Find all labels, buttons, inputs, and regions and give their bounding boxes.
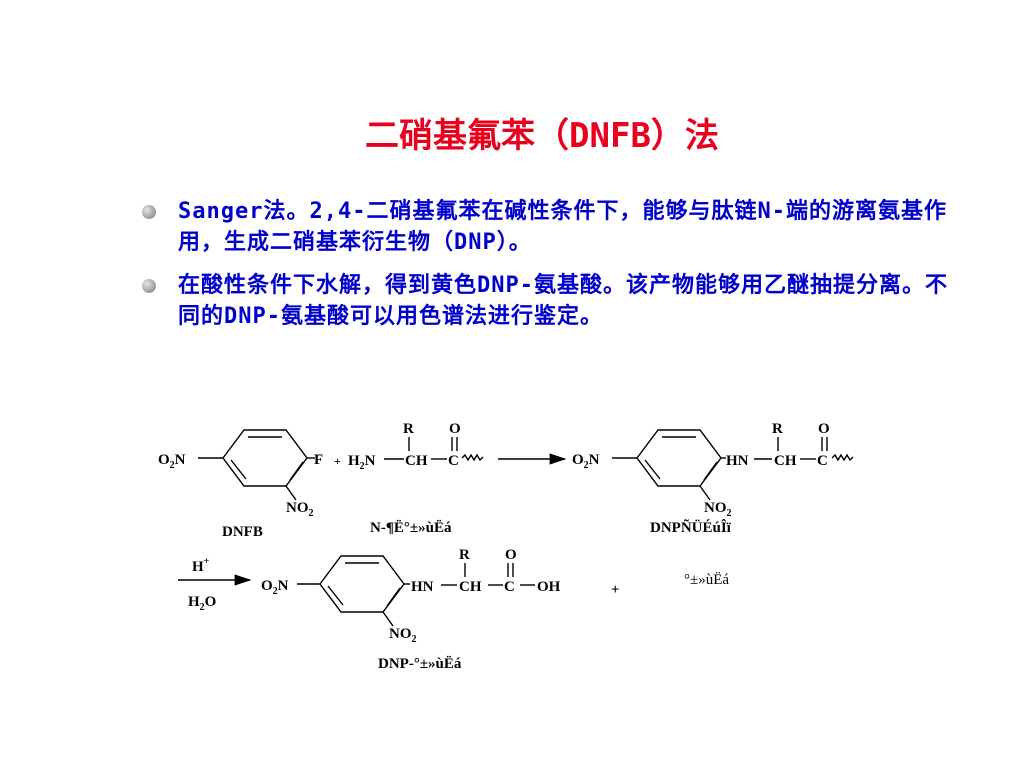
- dnp-aa-c: C: [504, 579, 515, 595]
- plus-sign-2: +: [611, 582, 620, 598]
- dnp-peptide-c: C: [817, 453, 828, 469]
- slide-title: 二硝基氟苯（DNFB）法: [0, 108, 1024, 157]
- ring-2-double-bond-right: [703, 461, 718, 481]
- dnp-peptide-r: R: [772, 421, 783, 437]
- dnfb-f: F: [314, 452, 323, 468]
- ring-1-double-bond-right: [289, 461, 304, 481]
- benzene-ring-3: [319, 555, 405, 613]
- benzene-ring-1: [222, 429, 308, 487]
- dnp-aa-o: O: [505, 547, 517, 563]
- peptide-chain-wavy-2: [831, 453, 854, 462]
- ring-1-double-bond-left: [230, 459, 247, 480]
- peptide-c: C: [448, 453, 459, 469]
- bullet-list: Sanger法。2,4-二硝基氟苯在碱性条件下，能够与肽链N-端的游离氨基作用，…: [140, 196, 960, 344]
- label-dnfb: DNFB: [222, 524, 263, 540]
- label-amino-acid: °±»ùËá: [684, 571, 729, 588]
- label-peptide: N-¶Ë°±»ùËá: [370, 520, 452, 536]
- bond-ring-2-no2: [699, 485, 711, 501]
- slide-title-text: 二硝基氟苯（DNFB）法: [365, 116, 719, 156]
- peptide-h2n: H2N: [348, 453, 376, 472]
- bullet-item: Sanger法。2,4-二硝基氟苯在碱性条件下，能够与肽链N-端的游离氨基作用，…: [140, 196, 960, 258]
- dnp-peptide-o: O: [818, 421, 830, 437]
- bullet-item: 在酸性条件下水解，得到黄色DNP-氨基酸。该产物能够用乙醚抽提分离。不同的DNP…: [140, 270, 960, 332]
- condition-h2o: H2O: [188, 594, 216, 613]
- bond-ring-3-no2: [382, 611, 394, 627]
- dnp-aa-no2: NO2: [389, 626, 417, 645]
- benzene-ring-2: [636, 429, 722, 487]
- dnp-aa-hn: HN: [411, 579, 434, 595]
- dnp-aa-oh: OH: [537, 579, 561, 595]
- bond-ring-1-no2: [285, 485, 297, 501]
- dnp-aa-o2n: O2N: [261, 578, 289, 597]
- peptide-o: O: [449, 421, 461, 437]
- peptide-chain-wavy: [461, 453, 484, 462]
- peptide-r: R: [403, 421, 414, 437]
- dnfb-o2n: O2N: [158, 452, 186, 471]
- dnp-peptide-no2: NO2: [704, 500, 732, 519]
- ring-3-double-bond-right: [386, 587, 401, 607]
- bullet-text: Sanger法。2,4-二硝基氟苯在碱性条件下，能够与肽链N-端的游离氨基作用，…: [178, 199, 947, 255]
- peptide-ch: CH: [405, 453, 428, 469]
- bullet-text: 在酸性条件下水解，得到黄色DNP-氨基酸。该产物能够用乙醚抽提分离。不同的DNP…: [178, 273, 948, 329]
- bullet-dot-icon: [142, 205, 156, 219]
- dnfb-no2: NO2: [286, 500, 314, 519]
- ring-2-double-bond-left: [644, 459, 661, 480]
- dnp-aa-r: R: [459, 547, 470, 563]
- label-dnp-aa: DNP-°±»ùËá: [378, 656, 462, 672]
- dnp-peptide-o2n: O2N: [572, 452, 600, 471]
- label-dnp-peptide: DNPÑÜÉúÎï: [650, 518, 732, 536]
- ring-3-double-bond-left: [327, 585, 344, 606]
- dnp-aa-ch: CH: [459, 579, 482, 595]
- bullet-dot-icon: [142, 279, 156, 293]
- plus-sign-1: +: [334, 454, 341, 468]
- dnp-peptide-hn: HN: [726, 453, 749, 469]
- condition-h-plus: H+: [192, 556, 210, 575]
- dnp-peptide-ch: CH: [774, 453, 797, 469]
